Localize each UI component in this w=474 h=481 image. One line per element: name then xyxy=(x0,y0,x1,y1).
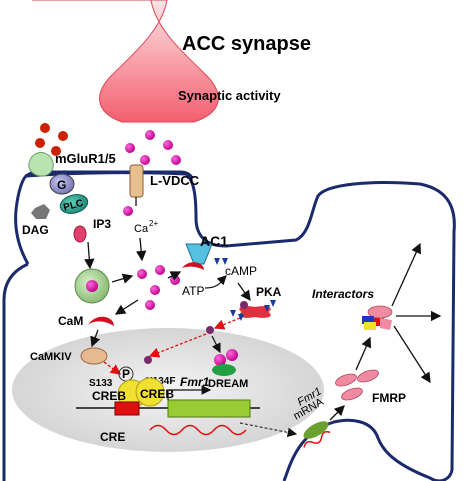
plc-label: PLC xyxy=(62,198,84,214)
pka-catalytic-dot-nuclear xyxy=(144,356,152,364)
dream-label: DREAM xyxy=(208,378,248,390)
camkiv-to-creb-arrow xyxy=(103,361,122,375)
fmrp-icon xyxy=(335,373,357,387)
title: ACC synapse xyxy=(182,33,311,55)
dream-icon xyxy=(214,354,226,366)
camp-triangle-icon xyxy=(222,258,228,265)
calcium-dots-middle xyxy=(137,265,180,310)
cam-to-camkiv-arrow xyxy=(90,329,101,348)
dag-icon xyxy=(31,204,50,219)
creb-label-1: CREB xyxy=(92,389,126,403)
cre-box xyxy=(114,401,140,416)
pka-to-nucleus-arrow xyxy=(213,317,241,330)
ip3-arrow xyxy=(84,241,95,270)
camkiv-label: CaMKIV xyxy=(30,351,72,363)
mrna-export-arrow xyxy=(239,422,298,438)
calcium-dots-top xyxy=(125,130,181,165)
mglur-label: mGluR1/5 xyxy=(55,151,116,166)
glutamate-dot xyxy=(35,138,45,148)
mrna-to-fmrp-arrow xyxy=(329,405,345,421)
calcium-dot xyxy=(125,143,135,153)
calcium-dot xyxy=(171,155,181,165)
calcium-dot xyxy=(123,206,133,216)
er-to-ca-arrow xyxy=(111,273,134,284)
y134f-label: Y134F xyxy=(146,376,175,387)
g-protein-icon xyxy=(49,173,75,195)
glutamate-dot xyxy=(58,131,68,141)
s133-label: S133 xyxy=(89,378,113,389)
calcium-dot xyxy=(150,285,160,295)
dream-body-icon xyxy=(212,364,236,376)
fmrp-cluster xyxy=(335,369,379,401)
creb-label-2: CREB xyxy=(140,387,174,401)
fmr1-gene-box xyxy=(167,399,251,418)
pka-to-dream-arrow xyxy=(211,335,221,354)
camkiv-icon xyxy=(80,347,108,365)
dag-label: DAG xyxy=(22,223,49,237)
calcium-superscript: 2+ xyxy=(149,219,158,228)
lvdcc-label: L-VDCC xyxy=(150,173,200,188)
dream-icon xyxy=(226,349,238,361)
atp-label: ATP xyxy=(182,284,204,298)
ribosome-icon xyxy=(303,421,329,439)
calcium-dot xyxy=(140,155,150,165)
glutamate-dot xyxy=(40,123,50,133)
interactors-complex-icon xyxy=(362,305,393,330)
calcium-dot xyxy=(155,265,165,275)
cam-icon xyxy=(88,316,114,326)
pka-icon xyxy=(230,300,276,321)
glutamate-dot xyxy=(51,146,61,156)
plc-icon xyxy=(59,194,89,214)
ip3-label: IP3 xyxy=(93,217,111,231)
creb-icon xyxy=(135,377,165,407)
pka-label: PKA xyxy=(256,285,282,299)
interactors-label: Interactors xyxy=(312,287,374,301)
camp-label: cAMP xyxy=(225,264,257,278)
ac1-label: AC1 xyxy=(200,233,228,249)
pka-to-creb-arrow xyxy=(148,333,207,358)
g-protein-label: G xyxy=(57,178,66,192)
calcium-label: Ca xyxy=(134,223,149,235)
fmrp-to-complex-arrow xyxy=(355,336,372,371)
pka-catalytic-dot xyxy=(206,326,214,334)
ca-to-ac1-arrow xyxy=(167,271,182,281)
p-label: P xyxy=(122,367,130,381)
fmrp-icon xyxy=(341,387,363,401)
fmrp-label: FMRP xyxy=(372,391,406,405)
ca-to-cam-arrow xyxy=(114,299,139,315)
fmrp-icon xyxy=(357,369,379,383)
presynaptic-terminal xyxy=(32,0,219,123)
calcium-dot xyxy=(145,130,155,140)
fmr1-mrna-wave xyxy=(303,431,331,448)
transcript-wave xyxy=(149,424,247,436)
atp-to-camp-arrow xyxy=(204,275,227,289)
calcium-dot xyxy=(163,140,173,150)
calcium-dot xyxy=(86,280,98,292)
ip3-icon xyxy=(73,225,87,243)
lvdcc-channel-icon xyxy=(129,164,144,206)
ac1-calmodulin-icon xyxy=(182,262,204,270)
calcium-dot xyxy=(145,300,155,310)
mglur-receptor-icon xyxy=(28,152,54,177)
glutamate-dots xyxy=(35,123,68,156)
camp-triangle-icon xyxy=(214,258,220,265)
tss-arrow xyxy=(167,385,212,400)
interactor-arrow-1 xyxy=(391,242,421,307)
interactor-arrow-3 xyxy=(393,325,431,384)
calcium-arrow xyxy=(135,237,147,262)
pka-catalytic-dot xyxy=(240,301,248,309)
cam-label: CaM xyxy=(58,314,83,328)
ac1-icon xyxy=(185,243,213,265)
synaptic-activity-label: Synaptic activity xyxy=(178,88,281,103)
calcium-dot xyxy=(137,269,147,279)
camp-to-pka-arrow xyxy=(237,282,251,302)
fmr1-gene-label: Fmr1 xyxy=(180,375,210,389)
cre-label: CRE xyxy=(100,430,125,444)
